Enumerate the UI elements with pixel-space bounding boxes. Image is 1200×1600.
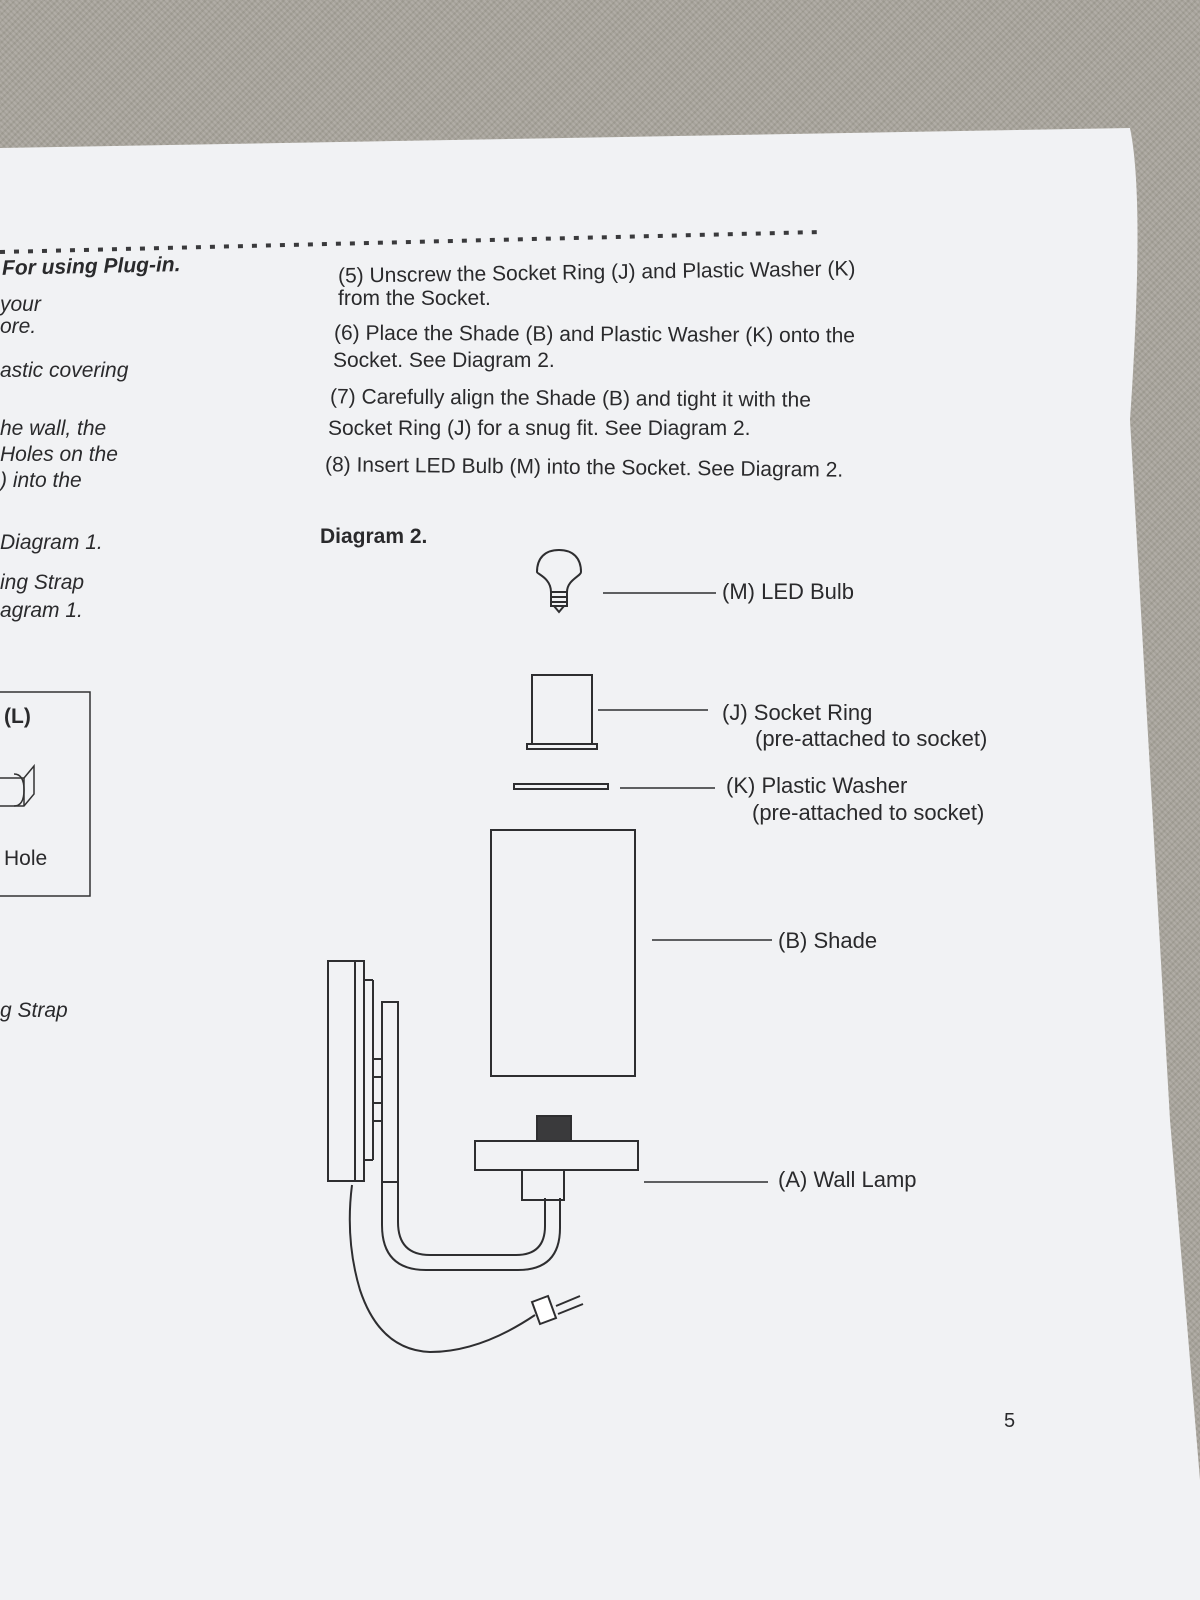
left-box-hole: Hole xyxy=(4,847,48,870)
left-box-label: (L) xyxy=(4,705,31,728)
step-5-line-2: from the Socket. xyxy=(338,287,491,310)
left-text-line: he wall, the xyxy=(0,417,107,440)
plastic-washer-icon xyxy=(513,783,609,790)
label-wall-lamp: (A) Wall Lamp xyxy=(778,1167,917,1192)
left-text-line: ore. xyxy=(0,315,37,338)
label-shade: (B) Shade xyxy=(778,928,878,953)
diagram-2-title: Diagram 2. xyxy=(320,525,428,548)
label-led-bulb: (M) LED Bulb xyxy=(722,579,855,604)
left-text-line: agram 1. xyxy=(0,599,83,622)
step-6-line-2: Socket. See Diagram 2. xyxy=(333,349,555,372)
wall-lamp-icon xyxy=(327,960,639,1354)
left-text-line: Diagram 1. xyxy=(0,531,103,554)
left-text-line: your xyxy=(0,293,41,316)
label-socket-ring-note: (pre-attached to socket) xyxy=(755,726,988,751)
left-text-line: ing Strap xyxy=(0,571,85,594)
label-plastic-washer-note: (pre-attached to socket) xyxy=(752,800,985,825)
left-text-line: ) into the xyxy=(0,469,82,492)
shade-icon xyxy=(490,829,636,1077)
left-text-line: g Strap xyxy=(0,999,68,1022)
led-bulb-icon xyxy=(535,548,583,614)
page-number: 5 xyxy=(1004,1410,1016,1432)
step-7-line-2: Socket Ring (J) for a snug fit. See Diag… xyxy=(328,417,751,440)
socket-ring-icon xyxy=(526,674,598,750)
left-text-line: Holes on the xyxy=(0,443,118,466)
left-text-line: astic covering xyxy=(0,359,129,382)
label-socket-ring: (J) Socket Ring xyxy=(722,700,873,725)
label-plastic-washer: (K) Plastic Washer xyxy=(726,773,908,798)
